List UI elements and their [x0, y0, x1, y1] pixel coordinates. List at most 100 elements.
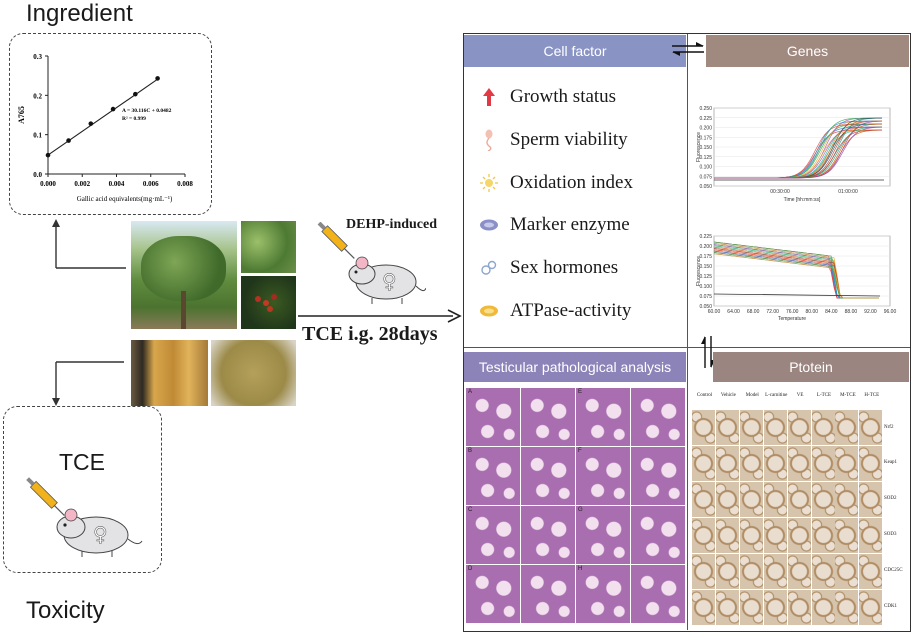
- histology-panel: [521, 388, 575, 446]
- data-point: [88, 121, 94, 126]
- panel-letter: D: [468, 566, 473, 572]
- melt-curve: [713, 253, 879, 299]
- ihc-cell: [692, 445, 715, 481]
- y-tick-label: 0.150: [699, 264, 712, 270]
- left-connector-lines: [52, 219, 126, 406]
- ihc-cell: [715, 445, 739, 481]
- y-tick-label: 0.0: [33, 171, 42, 179]
- ihc-cell: [763, 589, 787, 625]
- berries-photo: [241, 276, 296, 329]
- ihc-cell: [811, 553, 835, 589]
- histology-panel: [521, 565, 575, 623]
- ihc-cell: [787, 481, 811, 517]
- protein-column-label: L-carnitine: [765, 393, 788, 398]
- tree-photo: [131, 221, 237, 329]
- ihc-cell: [715, 481, 739, 517]
- yellow-disc-icon: [474, 304, 504, 318]
- ihc-cell: [835, 445, 859, 481]
- protein-column-label: Model: [745, 393, 759, 398]
- y-tick-label: 0.175: [699, 135, 712, 141]
- histology-panel: C: [466, 506, 520, 564]
- ihc-cell: [715, 410, 739, 445]
- leaves-photo: [241, 221, 296, 273]
- dehp-mouse-icon: ♀: [317, 222, 426, 304]
- cell-factor-item-enzyme: Marker enzyme: [474, 214, 630, 236]
- ihc-cell: [715, 589, 739, 625]
- y-axis-label: Fluorescence: [696, 132, 702, 162]
- y-tick-label: 0.2: [33, 92, 42, 100]
- protein-row-label: Nrf2: [884, 424, 894, 430]
- y-tick-label: 0.075: [699, 294, 712, 300]
- ihc-cell: [739, 553, 763, 589]
- protein-column-label: Vehicle: [720, 393, 736, 398]
- x-tick-label: 76.00: [786, 309, 799, 315]
- y-tick-label: 0.200: [699, 126, 712, 132]
- ihc-cell: [859, 553, 883, 589]
- y-tick-label: 0.250: [699, 106, 712, 112]
- ihc-cell: [835, 517, 859, 553]
- x-tick-label: 0.002: [74, 180, 90, 188]
- ihc-cell: [692, 410, 715, 445]
- tce-box: TCE ♀: [3, 406, 162, 573]
- y-tick-label: 0.125: [699, 274, 712, 280]
- treatment-label: TCE i.g. 28days: [302, 323, 438, 345]
- histology-panel: [631, 565, 685, 623]
- panel-letter: A: [468, 389, 473, 395]
- protein-column-label: Control: [696, 393, 713, 398]
- x-tick-label: 72.00: [766, 309, 779, 315]
- ihc-cell: [811, 517, 835, 553]
- histology-panel: [521, 447, 575, 505]
- ihc-cell: [835, 481, 859, 517]
- x-axis-label: Temperature: [778, 316, 806, 322]
- ihc-cell: [811, 589, 835, 625]
- histology-panel: G: [576, 506, 630, 564]
- protein-column-label: M-TCE: [840, 393, 856, 398]
- equation-annotation: A = 30.116C + 0.0482: [122, 108, 172, 114]
- ihc-cell: [715, 517, 739, 553]
- x-axis-label: Time [hh:mm:ss]: [784, 197, 821, 203]
- protein-header: Ptotein: [713, 352, 909, 382]
- induction-label: DEHP-induced: [346, 217, 438, 232]
- cell-factor-item-growth: Growth status: [474, 86, 616, 108]
- histology-panel: [521, 506, 575, 564]
- protein-row-label: SOD3: [884, 532, 897, 538]
- ihc-cell: [739, 517, 763, 553]
- data-point: [66, 138, 71, 143]
- x-tick-label: 0.008: [177, 180, 193, 188]
- data-point: [155, 76, 160, 81]
- histology-panel: [631, 388, 685, 446]
- histology-panel: D: [466, 565, 520, 623]
- data-point: [45, 152, 51, 158]
- x-tick-label: 00:30:00: [770, 189, 790, 195]
- ihc-cell: [739, 410, 763, 445]
- cell-factor-item-hormones: Sex hormones: [474, 257, 618, 279]
- data-point: [110, 106, 116, 112]
- ihc-cell: [692, 553, 715, 589]
- ihc-cell: [739, 481, 763, 517]
- pathology-header: Testicular pathological analysis: [464, 352, 686, 382]
- y-tick-label: 0.175: [699, 254, 712, 260]
- ihc-cell: [859, 517, 883, 553]
- ihc-cell: [859, 589, 883, 625]
- y-tick-label: 0.3: [33, 53, 42, 61]
- x-tick-label: 01:00:00: [838, 189, 858, 195]
- y-tick-label: 0.100: [699, 165, 712, 171]
- ihc-cell: [787, 553, 811, 589]
- protein-row-label: CDK1: [884, 604, 898, 609]
- x-tick-label: 92.00: [864, 309, 877, 315]
- y-tick-label: 0.100: [699, 284, 712, 290]
- ihc-cell: [811, 410, 835, 445]
- histology-panel: A: [466, 388, 520, 446]
- panel-letter: F: [578, 448, 582, 454]
- y-tick-label: 0.200: [699, 244, 712, 250]
- y-tick-label: 0.225: [699, 234, 712, 240]
- data-point: [133, 91, 138, 97]
- histology-panel: [631, 506, 685, 564]
- x-tick-label: 0.004: [109, 180, 125, 188]
- tce-label: TCE: [59, 449, 105, 475]
- x-tick-label: 68.00: [747, 309, 760, 315]
